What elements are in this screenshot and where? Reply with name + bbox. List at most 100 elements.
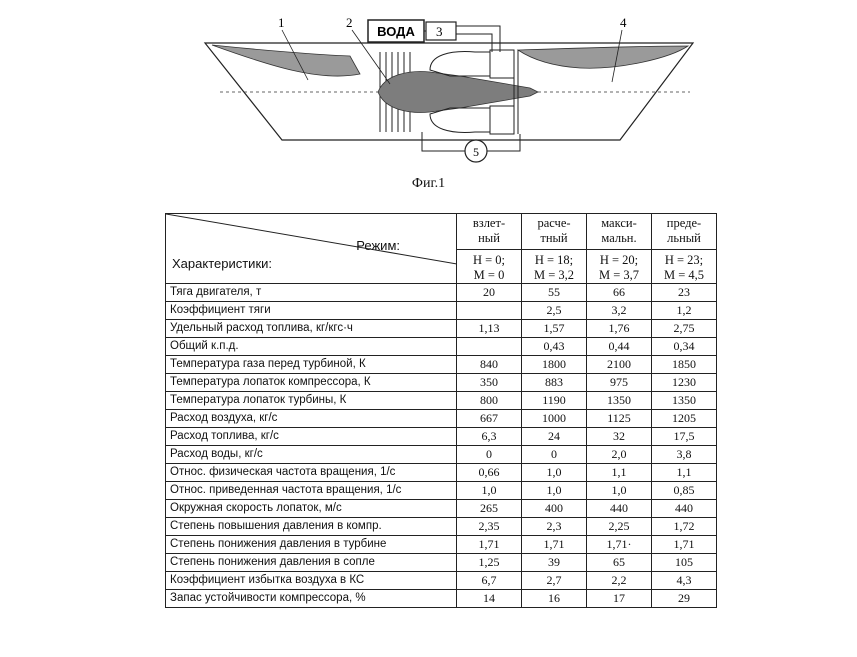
engine-schematic: ВОДА 1 2 3 4 5 [203,15,695,163]
row-label: Окружная скорость лопаток, м/с [165,499,457,518]
row-label: Коэффициент тяги [165,301,457,320]
characteristics-label: Характеристики: [172,256,273,271]
row-value: 2,7 [521,571,587,590]
row-value: 2,35 [456,517,522,536]
row-value: 1,1 [651,463,717,482]
row-value: 39 [521,553,587,572]
row-value: 105 [651,553,717,572]
row-value: 0,44 [586,337,652,356]
row-value: 1850 [651,355,717,374]
row-value: 883 [521,373,587,392]
row-value: 2100 [586,355,652,374]
row-value: 2,2 [586,571,652,590]
row-value: 65 [586,553,652,572]
column-header-maximum: макси- мальн. H = 20; M = 3,7 [586,213,652,284]
row-value: 24 [521,427,587,446]
nacelle-outline [203,42,695,141]
row-value: 1,25 [456,553,522,572]
row-label: Степень понижения давления в турбине [165,535,457,554]
row-value: 6,7 [456,571,522,590]
row-value: 1800 [521,355,587,374]
row-value: 14 [456,589,522,608]
row-value: 29 [651,589,717,608]
row-label: Температура лопаток турбины, К [165,391,457,410]
core-body [377,71,539,113]
water-label: ВОДА [377,24,415,39]
row-value: 1,0 [586,481,652,500]
column-mode-name: преде- льный [666,216,702,245]
row-value: 1,1 [586,463,652,482]
water-pipes-top [456,25,501,52]
row-value: 400 [521,499,587,518]
row-value: 0,66 [456,463,522,482]
row-value: 1,0 [521,463,587,482]
row-value: 0,43 [521,337,587,356]
mode-label: Режим: [356,238,400,253]
row-label: Коэффициент избытка воздуха в КС [165,571,457,590]
row-value: 1205 [651,409,717,428]
engine-parameters-table: Режим: Характеристики: взлет- ный H = 0;… [165,213,717,608]
callout-5: 5 [473,145,479,159]
column-header-takeoff: взлет- ный H = 0; M = 0 [456,213,522,284]
row-label: Температура лопаток компрессора, К [165,373,457,392]
row-value: 1,0 [521,481,587,500]
row-value: 17,5 [651,427,717,446]
table-row: Степень понижения давления в турбине 1,71… [165,535,717,554]
inlet-shading [211,44,361,77]
table-row: Относ. приведенная частота вращения, 1/с… [165,481,717,500]
row-value: 265 [456,499,522,518]
row-label: Температура газа перед турбиной, К [165,355,457,374]
row-label: Общий к.п.д. [165,337,457,356]
callout-1: 1 [278,15,285,30]
row-value: 2,3 [521,517,587,536]
row-label: Расход топлива, кг/с [165,427,457,446]
row-value: 2,75 [651,319,717,338]
combustion-chambers [429,49,519,135]
row-value: 20 [456,283,522,302]
row-value: 1,72 [651,517,717,536]
corner-header-cell: Режим: Характеристики: [165,213,457,284]
leader-lines [281,29,623,85]
column-mode-conditions: H = 20; M = 3,7 [587,249,651,283]
row-value: 1230 [651,373,717,392]
row-label: Удельный расход топлива, кг/кгс·ч [165,319,457,338]
row-value: 3,8 [651,445,717,464]
row-label: Относ. физическая частота вращения, 1/с [165,463,457,482]
figure-caption: Фиг.1 [411,176,446,191]
row-value: 0,34 [651,337,717,356]
row-value: 4,3 [651,571,717,590]
row-value: 32 [586,427,652,446]
row-value: 840 [456,355,522,374]
row-value: 667 [456,409,522,428]
row-label: Расход воды, кг/с [165,445,457,464]
column-mode-name: расче- тный [537,216,571,245]
row-label: Степень понижения давления в сопле [165,553,457,572]
row-label: Относ. приведенная частота вращения, 1/с [165,481,457,500]
row-value: 17 [586,589,652,608]
row-value: 1,71· [586,535,652,554]
row-value: 0 [456,445,522,464]
callout-3: 3 [436,24,443,39]
row-value: 1,76 [586,319,652,338]
row-value: 975 [586,373,652,392]
row-value: 1,71 [651,535,717,554]
column-header-limit: преде- льный H = 23; M = 4,5 [651,213,717,284]
row-value: 1125 [586,409,652,428]
row-value: 1350 [586,391,652,410]
row-label: Степень повышения давления в компр. [165,517,457,536]
row-value: 1,2 [651,301,717,320]
column-mode-conditions: H = 23; M = 4,5 [652,249,716,283]
